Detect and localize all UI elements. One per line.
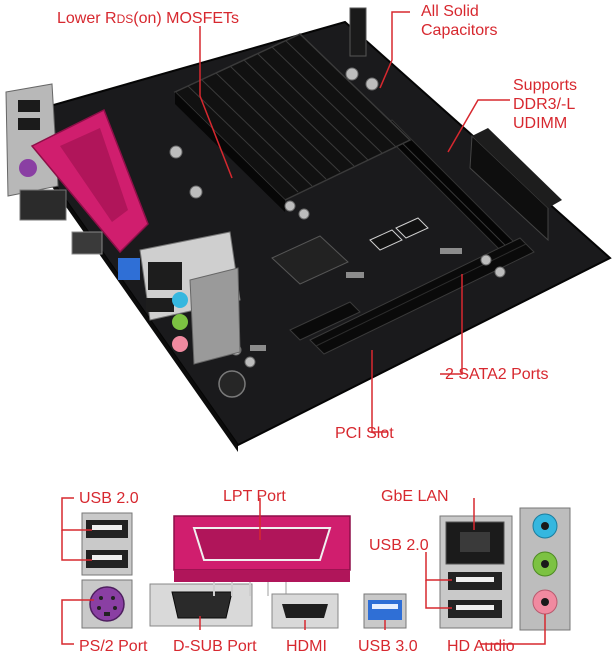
motherboard: [5, 7, 612, 452]
sata-callout: 2 SATA2 Ports: [445, 366, 549, 383]
dsub-callout: D-SUB Port: [173, 638, 257, 655]
lpt-callout: LPT Port: [223, 488, 286, 505]
usb2-left-callout: USB 2.0: [79, 490, 139, 507]
hdmi-callout: HDMI: [286, 638, 327, 655]
usb3-callout: USB 3.0: [358, 638, 418, 655]
ddr-line-2: DDR3/-L: [513, 96, 576, 113]
capacitors-line-2: Capacitors: [421, 22, 498, 39]
ps2-port: [81, 579, 133, 629]
ddr-callout: Supports DDR3/-L UDIMM: [513, 76, 577, 133]
mosfet-prefix: Lower R: [57, 10, 117, 27]
hd-audio-jacks: [519, 507, 571, 631]
capacitors-line-1: All Solid: [421, 3, 479, 20]
io-pins: [213, 582, 287, 596]
heatsink: [173, 33, 412, 212]
io-callout-leaders: [61, 497, 546, 645]
pcie-slot-graphic: [289, 301, 361, 341]
board-rear-io: [5, 83, 241, 365]
pin-headers: [250, 248, 462, 351]
audio-callout: HD Audio: [447, 638, 515, 655]
mosfet-callout: Lower RDS(on) MOSFETs: [57, 9, 239, 29]
usb2-right-callout: USB 2.0: [369, 537, 429, 554]
lpt-port: [173, 515, 351, 582]
chipset: [271, 235, 349, 285]
top-callout-leaders: [199, 11, 510, 433]
ddr-line-3: UDIMM: [513, 115, 568, 132]
usb2-stack-left: [81, 512, 133, 576]
mosfet-subscript: DS: [116, 12, 134, 26]
mosfet-suffix: (on) MOSFETs: [133, 10, 240, 27]
capacitors-callout: All Solid Capacitors: [421, 2, 497, 40]
atx-power-connector: [469, 128, 562, 242]
rear-io-panel: [81, 507, 571, 631]
ps2-callout: PS/2 Port: [79, 638, 148, 655]
pci-callout: PCI Slot: [335, 425, 394, 442]
cmos-battery: [218, 370, 246, 398]
gbe-callout: GbE LAN: [381, 488, 449, 505]
fan-header: [349, 7, 367, 57]
sata-connectors: [369, 217, 429, 251]
lan-usb-stack: [439, 515, 513, 629]
dsub-port: [149, 583, 253, 627]
ddr-line-1: Supports: [513, 77, 578, 94]
